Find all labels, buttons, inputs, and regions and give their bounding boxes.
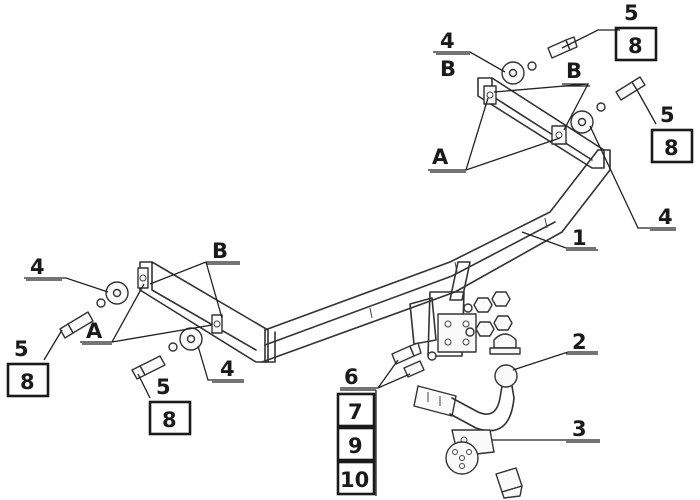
label-8-top: 8 — [628, 34, 643, 58]
label-9: 9 — [348, 434, 363, 458]
label-10: 10 — [340, 468, 369, 492]
label-8-left: 8 — [20, 370, 35, 394]
washer-4-right — [570, 110, 594, 134]
label-B-top: B — [440, 57, 456, 81]
socket-cover — [489, 333, 521, 355]
box-8-left — [6, 362, 50, 398]
label-3: 3 — [572, 417, 587, 441]
hitch-mount — [409, 261, 477, 357]
label-8-bottom: 8 — [162, 408, 177, 432]
washer-4-left — [105, 281, 129, 305]
label-1: 1 — [572, 226, 587, 250]
label-5-bottom: 5 — [156, 375, 171, 399]
bolts-6 — [391, 342, 437, 378]
bolt-top — [547, 36, 578, 59]
label-B-left: B — [212, 239, 228, 263]
crossbar — [261, 149, 611, 363]
label-7: 7 — [348, 400, 363, 424]
label-5-left: 5 — [14, 337, 29, 361]
box-7 — [336, 392, 376, 428]
plug-connector — [495, 467, 523, 499]
spring-washers — [96, 61, 606, 352]
label-4-right: 4 — [658, 205, 673, 229]
bolt-left — [59, 311, 94, 339]
leader-lines — [24, 29, 676, 496]
label-5-top: 5 — [624, 1, 639, 25]
nuts-group — [463, 291, 513, 337]
box-10 — [336, 460, 376, 496]
label-2: 2 — [572, 330, 587, 354]
tow-ball-arm — [413, 364, 518, 432]
box-9 — [336, 426, 376, 462]
label-4-left: 4 — [30, 255, 45, 279]
label-4-top: 4 — [440, 29, 455, 53]
label-8-right: 8 — [664, 136, 679, 160]
label-A-left: A — [86, 319, 103, 343]
bolt-bottom — [131, 355, 166, 380]
box-8-right — [650, 128, 694, 164]
washer-4-top — [501, 61, 525, 85]
label-underlines — [26, 53, 676, 443]
label-A-top: A — [432, 145, 449, 169]
label-B-top-2: B — [566, 59, 582, 83]
socket — [445, 441, 479, 475]
label-5-right: 5 — [660, 103, 675, 127]
box-8-top — [614, 26, 658, 62]
bolt-right — [615, 76, 646, 101]
part-labels: 1 2 3 4 4 4 4 5 8 5 8 5 8 5 8 B B A B A … — [6, 1, 694, 496]
left-bracket — [137, 261, 269, 363]
box-8-bottom — [148, 400, 192, 436]
label-6: 6 — [344, 365, 359, 389]
label-4-bottom: 4 — [220, 357, 235, 381]
